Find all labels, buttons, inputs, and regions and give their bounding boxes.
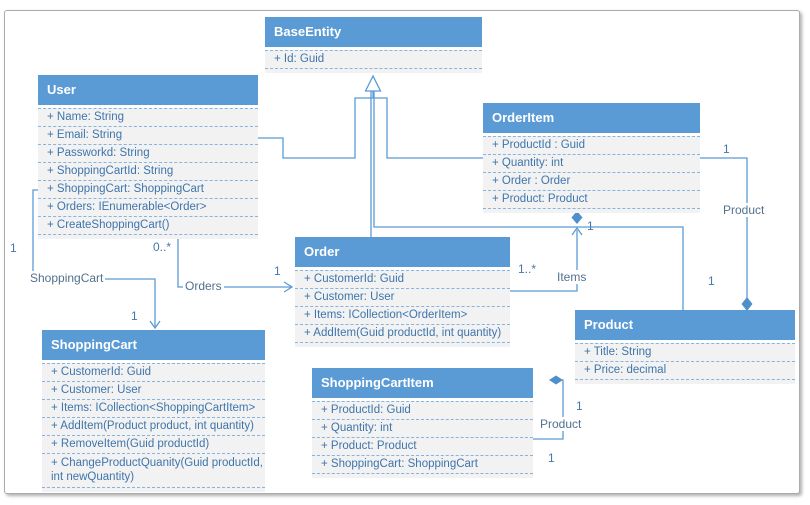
member-row: + ShoppingCart: ShoppingCart bbox=[38, 181, 258, 199]
class-members-order: + CustomerId: Guid + Customer: User + It… bbox=[295, 270, 510, 347]
multiplicity-user-cart-end: 1 bbox=[10, 241, 17, 255]
member-row: + CustomerId: Guid bbox=[295, 271, 510, 289]
arrow-icon-orders bbox=[283, 281, 294, 293]
inheritance-line-orderitem bbox=[373, 97, 483, 159]
class-box-order: Order + CustomerId: Guid + Customer: Use… bbox=[295, 237, 510, 347]
diamond-icon-cartitem-product bbox=[549, 375, 563, 385]
class-box-baseentity: BaseEntity + Id: Guid bbox=[265, 17, 482, 73]
member-row: + ProductId: Guid bbox=[312, 402, 533, 420]
member-row: + Quantity: int bbox=[312, 420, 533, 438]
multiplicity-cartitem-product-end1: 1 bbox=[576, 399, 583, 413]
class-box-product: Product + Title: String + Price: decimal bbox=[575, 310, 795, 384]
member-row: + Passworkd: String bbox=[38, 145, 258, 163]
association-label-orders: Orders bbox=[183, 279, 224, 293]
member-row: + Customer: User bbox=[42, 382, 265, 400]
association-line-order-items bbox=[510, 230, 578, 292]
member-row: + ChangeProductQuanity(Guid productId, i… bbox=[42, 454, 265, 488]
class-members-shoppingcartitem: + ProductId: Guid + Quantity: int + Prod… bbox=[312, 401, 533, 478]
member-row: + Title: String bbox=[575, 344, 795, 362]
multiplicity-orders-order-end: 1 bbox=[274, 264, 281, 278]
class-title-product: Product bbox=[575, 310, 795, 340]
member-row: + Items: ICollection<OrderItem> bbox=[295, 307, 510, 325]
multiplicity-orderitem-product-end1: 1 bbox=[723, 142, 730, 156]
class-box-orderitem: OrderItem + ProductId : Guid + Quantity:… bbox=[483, 103, 700, 213]
class-title-user: User bbox=[38, 75, 258, 105]
multiplicity-orders-user-end: 0..* bbox=[153, 240, 172, 254]
class-members-baseentity: + Id: Guid bbox=[265, 50, 482, 73]
member-row: + Product: Product bbox=[483, 191, 700, 209]
class-title-baseentity: BaseEntity bbox=[265, 17, 482, 47]
class-title-orderitem: OrderItem bbox=[483, 103, 700, 133]
arrow-icon-items bbox=[571, 226, 583, 236]
member-row: + Customer: User bbox=[295, 289, 510, 307]
class-members-shoppingcart: + CustomerId: Guid + Customer: User + It… bbox=[42, 363, 265, 492]
diamond-icon-orderitem-bottom bbox=[571, 211, 583, 224]
member-row: + RemoveItem(Guid productId) bbox=[42, 436, 265, 454]
class-title-shoppingcartitem: ShoppingCartItem bbox=[312, 368, 533, 398]
class-title-order: Order bbox=[295, 237, 510, 267]
class-box-user: User + Name: String + Email: String + Pa… bbox=[38, 75, 258, 239]
multiplicity-cartitem-product-end2: 1 bbox=[548, 451, 555, 465]
member-row: + Email: String bbox=[38, 127, 258, 145]
member-row: + Id: Guid bbox=[265, 51, 482, 69]
association-label-shoppingcart: ShoppingCart bbox=[28, 271, 106, 285]
association-line-orderitem-product bbox=[700, 157, 748, 298]
inheritance-line-product bbox=[373, 91, 684, 311]
diamond-icon-product-top bbox=[741, 297, 753, 311]
association-label-items: Items bbox=[555, 270, 589, 284]
multiplicity-items-order-end: 1..* bbox=[518, 262, 537, 276]
member-row: + Quantity: int bbox=[483, 155, 700, 173]
member-row: + Name: String bbox=[38, 109, 258, 127]
member-row: + ShoppingCart: ShoppingCart bbox=[312, 456, 533, 474]
multiplicity-cart-end: 1 bbox=[131, 309, 138, 323]
member-row: + AddItem(Guid productId, int quantity) bbox=[295, 325, 510, 343]
member-row: + ProductId : Guid bbox=[483, 137, 700, 155]
class-title-shoppingcart: ShoppingCart bbox=[42, 330, 265, 360]
class-members-user: + Name: String + Email: String + Passwor… bbox=[38, 108, 258, 239]
member-row: + AddItem(Product product, int quantity) bbox=[42, 418, 265, 436]
association-label-cartitem-product: Product bbox=[538, 417, 584, 431]
class-box-shoppingcart: ShoppingCart + CustomerId: Guid + Custom… bbox=[42, 330, 265, 492]
multiplicity-items-orderitem-end: 1 bbox=[587, 219, 594, 233]
class-members-orderitem: + ProductId : Guid + Quantity: int + Ord… bbox=[483, 136, 700, 213]
inheritance-triangle-icon bbox=[364, 74, 382, 92]
member-row: + ShoppingCartId: String bbox=[38, 163, 258, 181]
association-label-orderitem-product: Product bbox=[721, 203, 767, 217]
member-row: + Order : Order bbox=[483, 173, 700, 191]
multiplicity-orderitem-product-end2: 1 bbox=[708, 274, 715, 288]
inheritance-line-user bbox=[258, 91, 374, 159]
arrow-icon-shoppingcart bbox=[149, 320, 161, 330]
member-row: + CreateShoppingCart() bbox=[38, 217, 258, 235]
association-line-user-orders bbox=[177, 238, 291, 288]
member-row: + Product: Product bbox=[312, 438, 533, 456]
member-row: + Items: ICollection<ShoppingCartItem> bbox=[42, 400, 265, 418]
class-box-shoppingcartitem: ShoppingCartItem + ProductId: Guid + Qua… bbox=[312, 368, 533, 478]
member-row: + Price: decimal bbox=[575, 362, 795, 380]
class-members-product: + Title: String + Price: decimal bbox=[575, 343, 795, 384]
member-row: + CustomerId: Guid bbox=[42, 364, 265, 382]
member-row: + Orders: IEnumerable<Order> bbox=[38, 199, 258, 217]
